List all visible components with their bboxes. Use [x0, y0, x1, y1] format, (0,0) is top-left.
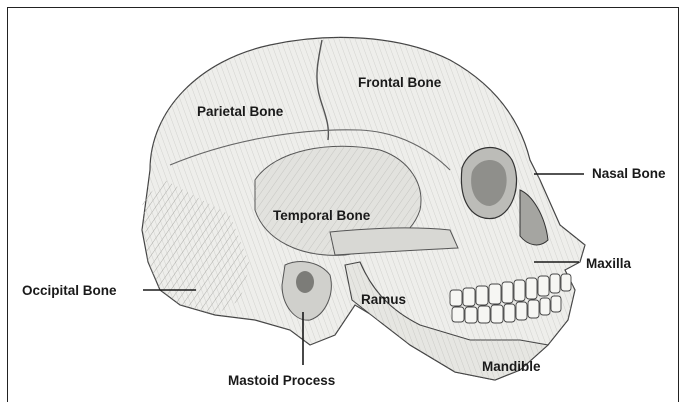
label-ramus: Ramus — [361, 292, 406, 308]
label-maxilla: Maxilla — [586, 256, 631, 272]
label-parietal-bone: Parietal Bone — [197, 104, 283, 120]
label-occipital-bone: Occipital Bone — [22, 283, 117, 299]
label-mastoid-process: Mastoid Process — [228, 373, 335, 389]
label-mandible: Mandible — [482, 359, 541, 375]
label-nasal-bone: Nasal Bone — [592, 166, 666, 182]
label-temporal-bone: Temporal Bone — [273, 208, 370, 224]
label-frontal-bone: Frontal Bone — [358, 75, 441, 91]
